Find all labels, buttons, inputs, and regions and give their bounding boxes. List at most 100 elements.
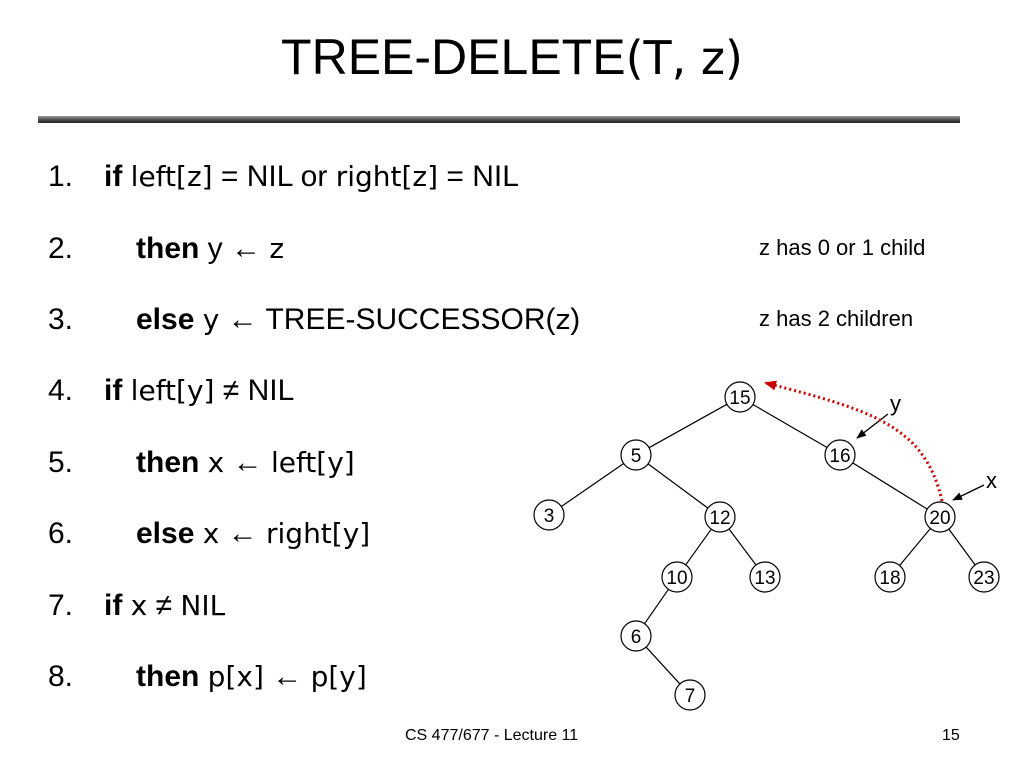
pseudocode-line-8: 8.then p[x] ← p[y]: [48, 657, 367, 697]
tree-edge-20-23: [948, 528, 976, 566]
keyword-else: else: [136, 303, 195, 336]
left-arrow-symbol: ←: [227, 517, 258, 550]
line-number: 1.: [48, 160, 74, 193]
code-p-y: p[y]: [310, 660, 367, 693]
pseudocode-line-4: 4. if left[y] ≠ NIL: [48, 371, 294, 411]
title-divider: [38, 116, 960, 123]
tree-node-circle: [824, 439, 856, 471]
line-number: 5.: [48, 446, 74, 479]
tree-node-label: 10: [666, 568, 687, 589]
text-eq-nil: = NIL: [438, 160, 519, 193]
tree-node-label: 16: [829, 446, 850, 467]
line-number: 4.: [48, 374, 74, 407]
tree-node-16: 16: [824, 439, 856, 471]
code-left-y: left[y]: [270, 446, 355, 479]
slide-number: 15: [942, 727, 960, 744]
tree-node-5: 5: [620, 439, 652, 471]
pseudocode-line-6: 6.else x ← right[y]: [48, 514, 370, 554]
tree-node-label: 23: [973, 568, 994, 589]
pointer-arrow-x: [952, 484, 985, 501]
code-left-y: left[y]: [130, 374, 215, 407]
code-z: z: [269, 232, 285, 265]
tree-node-15: 15: [724, 381, 756, 413]
not-equal-symbol: ≠: [155, 589, 173, 622]
pointer-label-y: y: [890, 391, 901, 416]
tree-node-label: 6: [631, 627, 642, 648]
code-right-z: right[z]: [335, 160, 439, 193]
note-two-children: z has 2 children: [759, 306, 914, 331]
keyword-then: then: [136, 446, 200, 479]
tree-node-label: 20: [929, 508, 950, 529]
successor-replace-arrow: [764, 380, 944, 502]
tree-node-7: 7: [674, 679, 706, 711]
tree-edge-20-18: [899, 528, 931, 566]
tree-edge-12-10: [685, 528, 712, 566]
tree-node-label: 3: [544, 506, 555, 527]
tree-node-10: 10: [661, 561, 693, 593]
tree-node-circle: [620, 439, 652, 471]
tree-node-label: 5: [631, 446, 642, 467]
tree-node-20: 20: [924, 501, 956, 533]
tree-node-circle: [924, 501, 956, 533]
tree-edge-6-7: [645, 646, 681, 685]
pointer-arrow-y: [856, 413, 889, 439]
tree-edge-5-12: [647, 463, 709, 509]
keyword-if: if: [104, 589, 123, 622]
code-nil: NIL: [180, 589, 226, 622]
tree-node-circle: [620, 620, 652, 652]
code-y: y: [202, 303, 220, 336]
tree-node-circle: [749, 561, 781, 593]
slide-title: TREE-DELETE(T, z): [0, 22, 1024, 93]
text-close-paren: ): [570, 303, 581, 336]
tree-node-label: 18: [879, 568, 900, 589]
left-arrow-symbol: ←: [231, 232, 261, 265]
pseudocode-line-2: 2.then y ← z: [48, 229, 284, 269]
pointer-label-x: x: [986, 468, 997, 493]
line-number: 6.: [48, 517, 74, 550]
tree-node-circle: [724, 381, 756, 413]
pseudocode-line-1: 1. if left[z] = NIL or right[z] = NIL: [48, 157, 519, 197]
code-p-x: p[x]: [207, 660, 264, 693]
code-z: z: [555, 303, 571, 336]
left-arrow-symbol: ←: [227, 303, 258, 336]
tree-node-circle: [704, 501, 736, 533]
line-number: 2.: [48, 232, 74, 265]
tree-edge-10-6: [644, 588, 669, 625]
tree-node-label: 12: [709, 508, 730, 529]
keyword-if: if: [104, 374, 123, 407]
tree-node-12: 12: [704, 501, 736, 533]
text-nil: NIL: [239, 374, 295, 407]
tree-edge-16-20: [852, 462, 928, 510]
not-equal-symbol: ≠: [222, 374, 240, 407]
line-number: 3.: [48, 303, 74, 336]
tree-node-3: 3: [533, 499, 565, 531]
line-number: 7.: [48, 589, 74, 622]
tree-edge-15-16: [752, 404, 828, 448]
tree-node-label: 15: [729, 388, 750, 409]
tree-edge-12-13: [728, 528, 757, 566]
keyword-then: then: [136, 660, 200, 693]
tree-node-23: 23: [968, 561, 1000, 593]
footer-course: CS 477/677 - Lecture 11: [405, 727, 579, 744]
text-tree-successor: TREE-SUCCESSOR(: [257, 303, 556, 336]
tree-node-13: 13: [749, 561, 781, 593]
text-eq-nil-or: = NIL or: [212, 160, 336, 193]
left-arrow-symbol: ←: [272, 660, 303, 693]
tree-node-circle: [874, 561, 906, 593]
tree-node-18: 18: [874, 561, 906, 593]
tree-node-circle: [674, 679, 706, 711]
tree-edge-5-3: [561, 463, 624, 507]
code-x: x: [207, 446, 225, 479]
tree-node-6: 6: [620, 620, 652, 652]
keyword-if: if: [104, 160, 123, 193]
tree-edge-15-5: [648, 403, 728, 449]
pseudocode-line-3: 3. else y ← TREE-SUCCESSOR(z): [48, 300, 580, 340]
code-left-z: left[z]: [130, 160, 213, 193]
title-function-name: TREE-DELETE: [281, 29, 626, 85]
code-x: x: [202, 517, 220, 550]
pseudocode-line-7: 7.if x ≠ NIL: [48, 586, 225, 626]
text-y: y: [199, 232, 231, 265]
tree-node-circle: [968, 561, 1000, 593]
note-zero-or-one-child: z has 0 or 1 child: [759, 235, 926, 260]
